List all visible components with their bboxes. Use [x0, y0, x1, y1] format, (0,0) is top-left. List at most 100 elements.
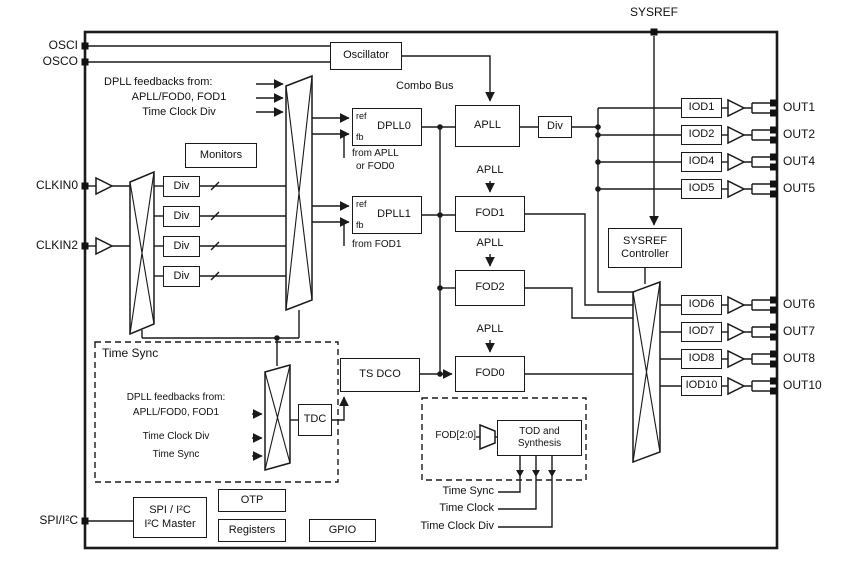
clkin2-pin: [81, 242, 89, 250]
sysref-controller-line1: SYSREF: [622, 234, 667, 247]
fod1-block: FOD1: [455, 196, 525, 232]
out10-buffer-icon: [727, 376, 746, 396]
signal-wires: [88, 36, 770, 528]
dpll1-ref-fb: ref fb: [356, 200, 367, 230]
dpll1-ref-label: ref: [356, 199, 367, 209]
apll-tap-label-fod1: APLL: [476, 164, 504, 176]
time-sync-region-title: Time Sync: [102, 346, 159, 360]
out2-buffer-icon: [727, 125, 746, 145]
wire-junctions: [274, 124, 601, 477]
pin-label-sysref: SYSREF: [629, 5, 678, 19]
clkin2-buffer-icon: [95, 236, 114, 256]
out1-buffer-icon: [727, 98, 746, 118]
from-apll-note-line1: from APLL: [352, 148, 399, 159]
pin-label-out8: OUT8: [783, 351, 816, 365]
apll-tap-label-fod0: APLL: [476, 323, 504, 335]
out4-buffer-icon: [727, 152, 746, 172]
fod-bus-combiner-icon: [479, 423, 496, 451]
tod-synthesis-block: TOD and Synthesis: [497, 420, 582, 456]
dpll-feedbacks-top-line3: Time Clock Div: [142, 106, 216, 118]
iod10-block: IOD10: [681, 376, 722, 396]
pin-label-out5: OUT5: [783, 181, 816, 195]
time-clock-bottom-label: Time Clock: [439, 502, 494, 514]
pin-label-out6: OUT6: [783, 297, 816, 311]
otp-block: OTP: [218, 489, 286, 512]
tod-out-arrow-1: [516, 470, 524, 477]
pin-label-out7: OUT7: [783, 324, 816, 338]
iod6-block: IOD6: [681, 295, 722, 315]
input-divider-block-4: Div: [163, 266, 200, 287]
out7-buffer-icon: [727, 322, 746, 342]
clkin0-pin: [81, 182, 89, 190]
crossbar-muxes: [129, 74, 661, 471]
apll-block: APLL: [455, 105, 520, 147]
apll-tap-label-fod2: APLL: [476, 237, 504, 249]
spi-block-line2: I²C Master: [144, 517, 196, 530]
iod5-block: IOD5: [681, 179, 722, 199]
iod7-block: IOD7: [681, 322, 722, 342]
spi-block-line1: SPI / I²C: [149, 504, 191, 517]
out5-buffer-icon: [727, 179, 746, 199]
pin-label-out1: OUT1: [783, 100, 816, 114]
tdc-block: TDC: [298, 404, 332, 436]
apll-divider-block: Div: [538, 116, 572, 138]
pin-label-out10: OUT10: [783, 378, 822, 392]
gpio-block: GPIO: [309, 519, 376, 542]
input-divider-block-3: Div: [163, 236, 200, 257]
iod2-block: IOD2: [681, 125, 722, 145]
dpll1-label: DPLL1: [377, 208, 411, 221]
fod2-block: FOD2: [455, 270, 525, 306]
pin-label-osci: OSCI: [48, 38, 78, 52]
tod-out-arrow-2: [532, 470, 540, 477]
from-fod1-note: from FOD1: [352, 239, 402, 250]
dpll-feedbacks-bottom-line3: Time Clock Div: [142, 431, 210, 442]
dpll-feedbacks-bottom-line1: DPLL feedbacks from:: [126, 392, 226, 403]
dpll0-fb-label: fb: [356, 132, 364, 142]
dpll-feedbacks-bottom-line4: Time Sync: [152, 449, 200, 460]
fod0-block: FOD0: [455, 356, 525, 392]
ts-dco-block: TS DCO: [340, 358, 420, 392]
clkin0-buffer-icon: [95, 176, 114, 196]
iod1-block: IOD1: [681, 98, 722, 118]
time-sync-region: [94, 341, 339, 483]
dpll-feedbacks-top-line2: APLL/FOD0, FOD1: [131, 91, 227, 103]
pin-label-out4: OUT4: [783, 154, 816, 168]
pin-label-spi-i2c: SPI/I²C: [39, 513, 78, 527]
osci-pin: [81, 42, 89, 50]
io-buffers: [95, 98, 746, 396]
osco-pin: [81, 58, 89, 66]
time-sync-bottom-label: Time Sync: [442, 485, 494, 497]
from-apll-note-line2: or FOD0: [356, 161, 395, 172]
dpll0-ref-label: ref: [356, 111, 367, 121]
chip-boundary: [83, 30, 779, 550]
dpll0-block: ref fb DPLL0: [352, 108, 422, 146]
sysref-controller-line2: Controller: [621, 248, 669, 260]
pin-label-clkin0: CLKIN0: [35, 178, 78, 192]
pin-label-clkin2: CLKIN2: [35, 238, 78, 252]
sysref-pin: [650, 28, 658, 36]
dpll-feedbacks-bottom-line2: APLL/FOD0, FOD1: [132, 407, 220, 418]
dpll0-ref-fb: ref fb: [356, 112, 367, 142]
dpll1-block: ref fb DPLL1: [352, 196, 422, 234]
input-divider-block-1: Div: [163, 176, 200, 197]
iod8-block: IOD8: [681, 349, 722, 369]
out6-buffer-icon: [727, 295, 746, 315]
out8-buffer-icon: [727, 349, 746, 369]
tod-region: [421, 397, 587, 481]
pin-label-out2: OUT2: [783, 127, 816, 141]
tod-out-arrow-3: [548, 470, 556, 477]
monitors-block: Monitors: [185, 143, 257, 168]
spi-master-block: SPI / I²C I²C Master: [133, 497, 207, 538]
iod4-block: IOD4: [681, 152, 722, 172]
package-pins: [81, 28, 777, 525]
sysref-controller-block: SYSREF Controller: [608, 228, 682, 268]
spi-pin: [81, 517, 89, 525]
dpll1-fb-label: fb: [356, 220, 364, 230]
time-clock-div-bottom-label: Time Clock Div: [420, 520, 494, 532]
fod20-label: FOD[2:0]: [435, 430, 476, 441]
registers-block: Registers: [218, 519, 286, 542]
dpll-feedbacks-top-line1: DPLL feedbacks from:: [104, 76, 213, 88]
dpll0-label: DPLL0: [377, 120, 411, 133]
